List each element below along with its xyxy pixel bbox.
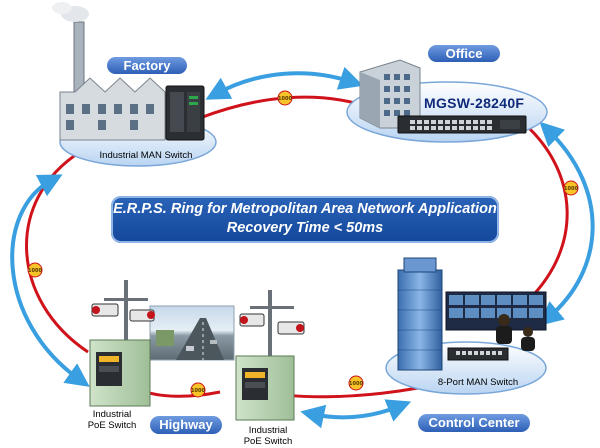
highway-right-caption-line1: Industrial xyxy=(249,425,288,436)
svg-text:1000: 1000 xyxy=(278,96,292,102)
control-center-site: Control Center 8-Port MAN Switch xyxy=(385,257,547,432)
arrow-office-control xyxy=(538,121,595,326)
factory-device-caption: Industrial MAN Switch xyxy=(100,150,193,161)
right-camera-pole-icon xyxy=(239,290,305,370)
factory-label: Factory xyxy=(124,58,172,73)
left-camera-pole-icon xyxy=(91,280,155,360)
ring-link-highway-internal xyxy=(139,388,221,398)
left-poe-cabinet-icon xyxy=(89,339,151,407)
arrow-control-highway xyxy=(300,399,412,429)
link-badge-factory-office: 1000 xyxy=(277,90,293,106)
highway-label: Highway xyxy=(159,417,213,432)
office-device-label: MGSW-28240F xyxy=(424,95,525,111)
svg-text:1000: 1000 xyxy=(349,381,363,387)
highway-left-caption-line1: Industrial xyxy=(93,409,132,420)
arrow-highway-factory xyxy=(10,174,90,387)
ring-link-highway-factory xyxy=(25,150,89,354)
factory-building-icon xyxy=(52,2,166,141)
control-center-label: Control Center xyxy=(429,415,520,430)
factory-site: Factory Industrial MAN Switch xyxy=(52,2,217,167)
control-center-label-pill xyxy=(418,414,530,432)
8-port-man-switch-icon xyxy=(447,347,509,361)
office-label: Office xyxy=(446,46,483,61)
link-badge-control-highway: 1000 xyxy=(348,375,364,391)
svg-text:1000: 1000 xyxy=(564,186,578,192)
office-label-pill xyxy=(428,45,500,62)
highway-label-pill xyxy=(150,416,222,434)
svg-text:1000: 1000 xyxy=(191,388,205,394)
highway-right-caption-line2: PoE Switch xyxy=(244,436,293,447)
control-tower-icon xyxy=(397,257,443,371)
factory-label-pill xyxy=(107,57,187,74)
diagram-title-line1: E.R.P.S. Ring for Metropolitan Area Netw… xyxy=(113,201,497,217)
redundancy-arrows xyxy=(10,66,595,429)
highway-site: Highway Industrial PoE Switch Industrial… xyxy=(88,280,305,447)
highway-road-photo xyxy=(149,305,235,361)
office-building-icon xyxy=(359,59,421,129)
operator-icon xyxy=(496,314,535,351)
link-speed-badges: 1000 1000 1000 1000 1000 xyxy=(27,90,579,398)
diagram-title-box: E.R.P.S. Ring for Metropolitan Area Netw… xyxy=(111,196,499,243)
arrow-factory-office xyxy=(205,66,364,100)
link-badge-highway-internal: 1000 xyxy=(190,382,206,398)
highway-left-caption-line2: PoE Switch xyxy=(88,420,137,431)
video-wall-icon xyxy=(445,291,547,331)
industrial-man-switch-icon xyxy=(165,85,205,141)
control-center-device-caption: 8-Port MAN Switch xyxy=(438,377,518,388)
ring-link-office-control xyxy=(519,118,569,308)
diagram-title-line2: Recovery Time < 50ms xyxy=(226,220,384,236)
link-badge-office-control: 1000 xyxy=(563,180,579,196)
mgsw-28240f-switch-icon xyxy=(397,115,527,134)
right-poe-cabinet-icon xyxy=(235,355,295,421)
link-badge-highway-factory: 1000 xyxy=(27,262,43,278)
office-site: Office xyxy=(346,45,548,143)
svg-text:1000: 1000 xyxy=(28,268,42,274)
